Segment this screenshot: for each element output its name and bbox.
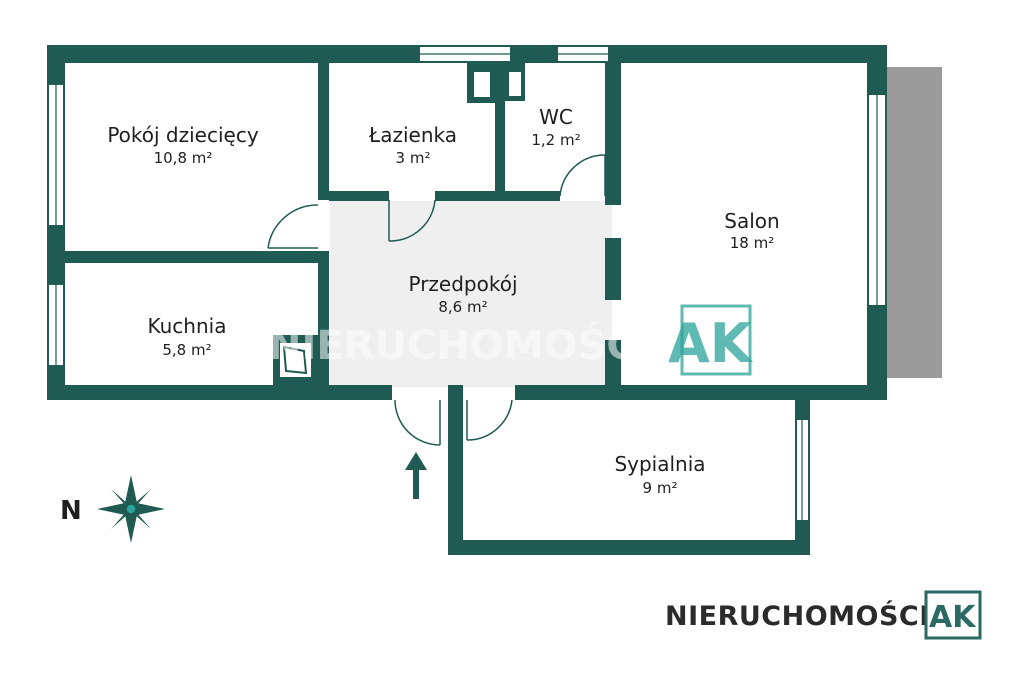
room-area-przedpokoj: 8,6 m² [438,298,487,316]
room-name-lazienka: Łazienka [368,123,457,147]
chimney-icon [282,345,308,375]
room-name-pokoj-dzieciecy: Pokój dziecięcy [107,123,259,147]
compass-label: N [60,496,82,526]
room-name-wc: WC [539,105,573,129]
room-name-kuchnia: Kuchnia [148,314,227,338]
room-area-lazienka: 3 m² [396,149,431,167]
logo-mark: AK [929,600,977,635]
compass-rose-icon [97,475,165,543]
room-area-salon: 18 m² [730,234,774,252]
room-name-sypialnia: Sypialnia [614,452,705,476]
room-area-kuchnia: 5,8 m² [162,341,211,359]
balcony [884,67,942,378]
compass: N [60,475,165,543]
window-frames [55,53,878,520]
hallway-floor [330,201,612,387]
watermark-text: NIERUCHOMOŚCI [268,321,651,369]
room-area-sypialnia: 9 m² [643,479,678,497]
wc-fixtures [467,63,525,103]
entrance-arrow-icon [405,452,427,499]
brand-logo: NIERUCHOMOŚCI AK [665,590,982,640]
room-area-wc: 1,2 m² [531,131,580,149]
logo-text: NIERUCHOMOŚCI [665,600,930,632]
room-name-salon: Salon [724,209,779,233]
doors [267,154,606,446]
room-area-pokoj-dzieciecy: 10,8 m² [154,149,213,167]
watermark-mark: AK [668,312,754,375]
room-name-przedpokoj: Przedpokój [408,272,517,296]
room-labels: Pokój dziecięcy 10,8 m² Łazienka 3 m² WC… [107,105,779,497]
watermark: NIERUCHOMOŚCI AK [268,304,754,376]
